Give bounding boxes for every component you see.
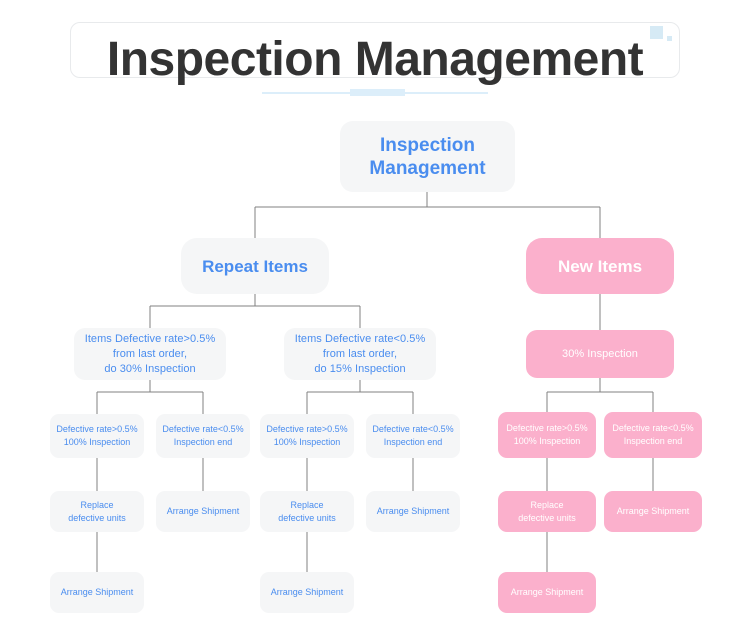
node-c-replace-defective-units[interactable]: Replace defective units bbox=[498, 491, 596, 532]
node-label: Arrange Shipment bbox=[616, 506, 690, 516]
node-label: Arrange Shipment bbox=[166, 506, 240, 516]
node-label: Inspection Management bbox=[369, 134, 486, 179]
node-b-defective-gt[interactable]: Defective rate>0.5% 100% Inspection bbox=[260, 414, 354, 458]
node-label: 30% Inspection bbox=[562, 347, 638, 360]
node-b-arrange-shipment-final[interactable]: Arrange Shipment bbox=[260, 572, 354, 613]
node-repeat-items[interactable]: Repeat Items bbox=[181, 238, 329, 294]
node-label: New Items bbox=[557, 256, 643, 276]
node-label: Defective rate>0.5% 100% Inspection bbox=[266, 424, 348, 447]
node-new-30-percent-inspection[interactable]: 30% Inspection bbox=[526, 330, 674, 378]
node-c-arrange-shipment-final[interactable]: Arrange Shipment bbox=[498, 572, 596, 613]
node-a-arrange-shipment-final[interactable]: Arrange Shipment bbox=[50, 572, 144, 613]
node-label: Defective rate<0.5% Inspection end bbox=[612, 423, 694, 446]
node-a-defective-lt[interactable]: Defective rate<0.5% Inspection end bbox=[156, 414, 250, 458]
node-label: Defective rate<0.5% Inspection end bbox=[372, 424, 454, 447]
node-b-defective-lt[interactable]: Defective rate<0.5% Inspection end bbox=[366, 414, 460, 458]
node-c-defective-gt[interactable]: Defective rate>0.5% 100% Inspection bbox=[498, 412, 596, 458]
node-a-arrange-shipment[interactable]: Arrange Shipment bbox=[156, 491, 250, 532]
node-label: Arrange Shipment bbox=[510, 587, 584, 597]
node-b-replace-defective-units[interactable]: Replace defective units bbox=[260, 491, 354, 532]
node-c-defective-lt[interactable]: Defective rate<0.5% Inspection end bbox=[604, 412, 702, 458]
node-label: Replace defective units bbox=[518, 499, 576, 523]
node-label: Arrange Shipment bbox=[60, 587, 134, 597]
decorative-dot-icon bbox=[667, 36, 672, 41]
node-new-items[interactable]: New Items bbox=[526, 238, 674, 294]
node-label: Replace defective units bbox=[68, 499, 126, 523]
node-c-arrange-shipment[interactable]: Arrange Shipment bbox=[604, 491, 702, 532]
node-repeat-defective-lt[interactable]: Items Defective rate<0.5% from last orde… bbox=[284, 328, 436, 380]
node-a-defective-gt[interactable]: Defective rate>0.5% 100% Inspection bbox=[50, 414, 144, 458]
node-b-arrange-shipment[interactable]: Arrange Shipment bbox=[366, 491, 460, 532]
node-label: Defective rate<0.5% Inspection end bbox=[162, 424, 244, 447]
title-underline-accent bbox=[350, 89, 405, 96]
node-inspection-management-root[interactable]: Inspection Management bbox=[340, 121, 515, 192]
decorative-square-icon bbox=[650, 26, 663, 39]
node-label: Arrange Shipment bbox=[270, 587, 344, 597]
node-label: Items Defective rate>0.5% from last orde… bbox=[84, 332, 216, 375]
node-repeat-defective-gt[interactable]: Items Defective rate>0.5% from last orde… bbox=[74, 328, 226, 380]
page-title: Inspection Management bbox=[106, 33, 644, 86]
node-label: Items Defective rate<0.5% from last orde… bbox=[294, 332, 426, 375]
node-label: Replace defective units bbox=[278, 499, 336, 523]
node-label: Defective rate>0.5% 100% Inspection bbox=[56, 424, 138, 447]
title-card bbox=[70, 22, 680, 78]
node-a-replace-defective-units[interactable]: Replace defective units bbox=[50, 491, 144, 532]
node-label: Arrange Shipment bbox=[376, 506, 450, 516]
node-label: Defective rate>0.5% 100% Inspection bbox=[506, 423, 588, 446]
node-label: Repeat Items bbox=[202, 256, 308, 276]
